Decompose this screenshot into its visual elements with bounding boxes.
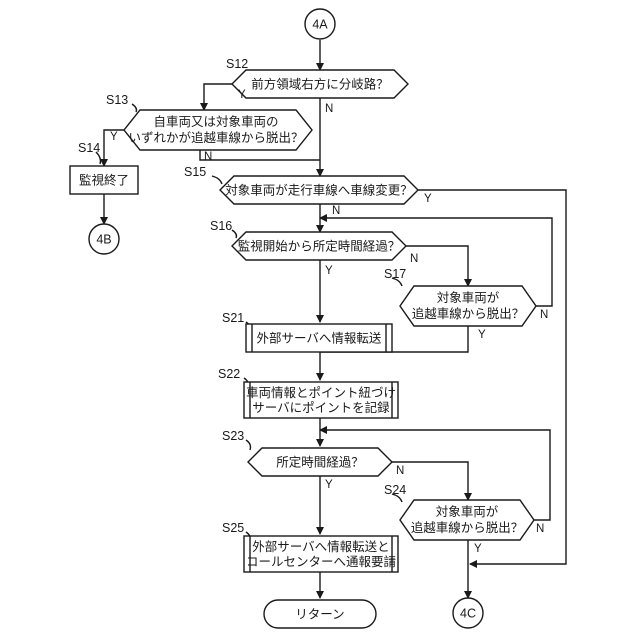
- s13-yes-label: Y: [110, 131, 118, 143]
- subprocess-s22-line2: サーバにポイントを記録: [252, 400, 390, 415]
- step-id-s14: S14: [78, 141, 100, 155]
- s12-no-label: N: [325, 103, 333, 115]
- decision-s17-line1: 対象車両が: [437, 290, 500, 305]
- decision-s24-line2: 追越車線から脱出？: [411, 520, 524, 535]
- decision-s24: 対象車両が 追越車線から脱出？ S24 Y N: [384, 483, 544, 555]
- step-id-s21: S21: [222, 311, 244, 325]
- s17-no-label: N: [540, 309, 548, 321]
- subprocess-s21: 外部サーバへ情報転送 S21: [222, 311, 392, 352]
- s13-no-label: N: [204, 151, 212, 163]
- connector-4a: 4A: [305, 9, 335, 39]
- decision-s13-line1: 自車両又は対象車両の: [153, 115, 278, 129]
- s23-no-label: N: [396, 465, 404, 477]
- s24-yes-label: Y: [474, 543, 482, 555]
- step-id-s13: S13: [106, 93, 128, 107]
- connector-4b-label: 4B: [96, 233, 111, 247]
- step-id-s12: S12: [226, 57, 248, 71]
- subprocess-s22-line1: 車両情報とポイント紐づけ: [246, 386, 396, 400]
- process-s14-text: 監視終了: [79, 173, 129, 188]
- s15-no-label: N: [332, 205, 340, 217]
- subprocess-s25-line1: 外部サーバへ情報転送と: [252, 539, 389, 554]
- decision-s15-text: 対象車両が走行車線へ車線変更？: [225, 183, 413, 198]
- s23-yes-label: Y: [325, 479, 333, 491]
- decision-s23: 所定時間経過？ S23 Y N: [222, 429, 404, 491]
- subprocess-s22: 車両情報とポイント紐づけ サーバにポイントを記録 S22: [218, 367, 398, 418]
- connector-4a-label: 4A: [312, 18, 328, 32]
- decision-s15: 対象車両が走行車線へ車線変更？ S15 Y N: [184, 165, 432, 217]
- decision-s12: 前方領域右方に分岐路？ S12 Y N: [226, 57, 408, 115]
- s15-yes-label: Y: [424, 193, 432, 205]
- subprocess-s21-text: 外部サーバへ情報転送: [257, 331, 382, 346]
- terminal-return-text: リターン: [295, 608, 344, 622]
- step-id-s17: S17: [384, 267, 406, 281]
- terminal-return: リターン: [264, 600, 376, 628]
- s16-yes-label: Y: [325, 265, 333, 277]
- connector-4c: 4C: [453, 598, 483, 628]
- decision-s24-line1: 対象車両が: [436, 504, 499, 519]
- connector-4b: 4B: [89, 224, 119, 254]
- s12-yes-label: Y: [238, 89, 246, 101]
- decision-s17: 対象車両が 追越車線から脱出？ S17 Y N: [384, 267, 548, 341]
- step-id-s15: S15: [184, 165, 206, 179]
- step-id-s16: S16: [210, 219, 232, 233]
- connector-4c-label: 4C: [460, 607, 476, 621]
- decision-s23-text: 所定時間経過？: [276, 455, 364, 470]
- subprocess-s25-line2: コールセンターへ通報要請: [246, 555, 396, 569]
- decision-s13-line2: いずれかが追越車線から脱出？: [128, 130, 303, 145]
- s24-no-label: N: [536, 523, 544, 535]
- decision-s12-text: 前方領域右方に分岐路？: [251, 77, 389, 92]
- step-id-s24: S24: [384, 483, 406, 497]
- s17-yes-label: Y: [478, 329, 486, 341]
- step-id-s23: S23: [222, 429, 244, 443]
- step-id-s22: S22: [218, 367, 240, 381]
- decision-s16-text: 監視開始から所定時間経過？: [238, 239, 401, 254]
- step-id-s25: S25: [222, 521, 244, 535]
- s16-no-label: N: [410, 253, 418, 265]
- decision-s17-line2: 追越車線から脱出？: [412, 306, 525, 321]
- decision-s13: 自車両又は対象車両の いずれかが追越車線から脱出？ S13 Y N: [106, 93, 312, 163]
- subprocess-s25: 外部サーバへ情報転送と コールセンターへ通報要請 S25: [222, 521, 398, 572]
